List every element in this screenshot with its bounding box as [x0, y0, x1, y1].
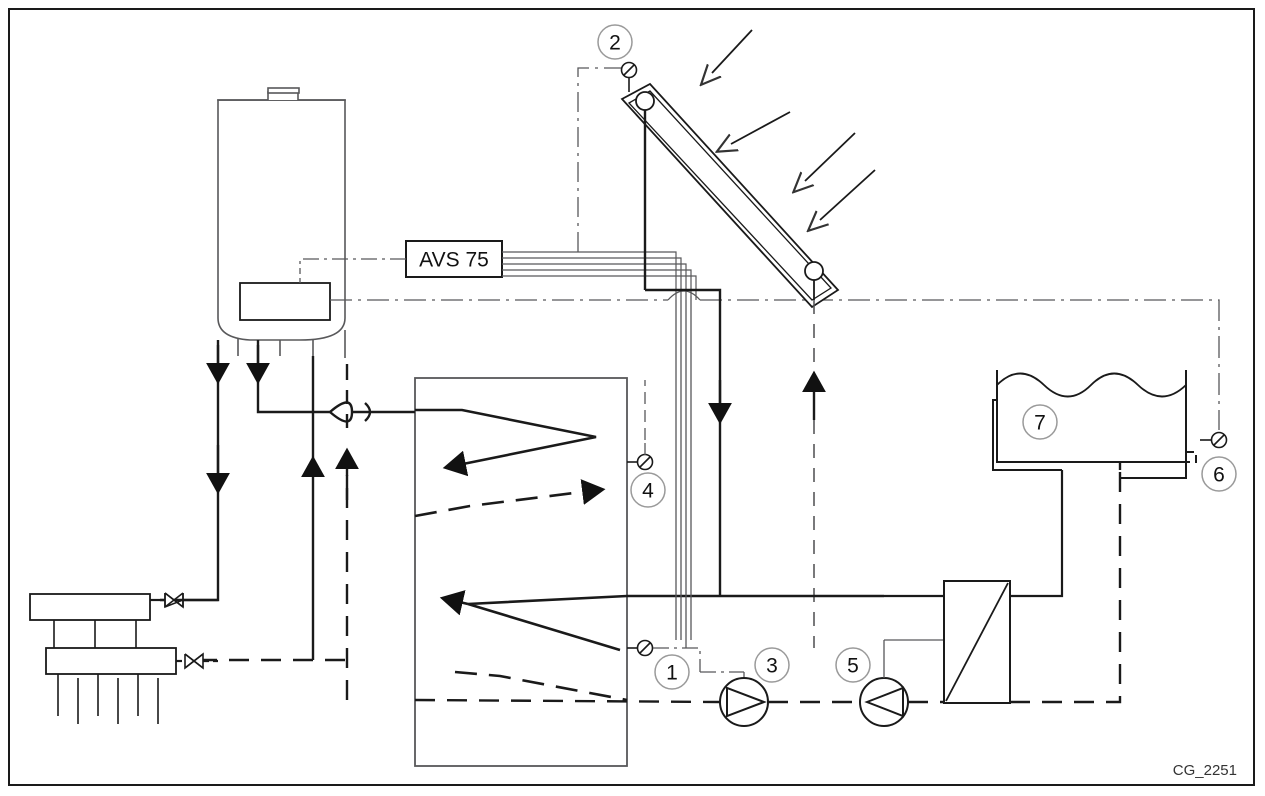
callout-circle-7	[1022, 404, 1058, 440]
sensor-4-symbol	[627, 380, 654, 471]
heating-flow-pipes	[160, 340, 415, 660]
shutoff-valve-heating	[150, 592, 218, 609]
figure-label: CG_2251	[1173, 762, 1237, 779]
callout-circle-5	[835, 647, 871, 683]
solar-irradiation-arrows	[712, 29, 876, 220]
controller-boiler-cable	[299, 258, 406, 268]
shutoff-valve-underfloor	[176, 652, 218, 670]
callout-label-2: 2	[609, 32, 621, 55]
diagram-border	[8, 8, 1255, 786]
boiler	[217, 87, 346, 358]
upper-coil	[415, 408, 597, 477]
callout-circle-4	[630, 472, 666, 508]
buffer-storage-tank	[414, 377, 628, 767]
signal-bus-right	[700, 299, 1220, 430]
sensor-cable-risers	[675, 296, 692, 648]
sensor2-cable	[577, 67, 622, 252]
callout-label-3: 3	[766, 655, 778, 678]
avs75-label: AVS 75	[419, 249, 489, 272]
solar-circuit-pump	[719, 677, 769, 727]
pool-circuit-pump	[859, 677, 909, 727]
callout-label-5: 5	[847, 655, 859, 678]
underfloor-return-pipe	[197, 475, 349, 700]
callout-label-1: 1	[666, 662, 678, 685]
avs75-controller[interactable]: AVS 75	[405, 240, 503, 278]
solar-primary-circuit	[627, 225, 732, 598]
callout-circle-2	[597, 24, 633, 60]
callout-circle-3	[754, 647, 790, 683]
plate-heat-exchanger	[884, 470, 1064, 704]
callout-circle-1	[654, 654, 690, 690]
pool-circuit-dashed-loop	[414, 470, 1122, 704]
callout-label-4: 4	[642, 480, 654, 503]
sensor-2-symbol	[620, 61, 638, 92]
callout-circle-6	[1201, 456, 1237, 492]
callout-label-6: 6	[1213, 464, 1225, 487]
callout-label-7: 7	[1034, 412, 1046, 435]
underfloor-heating-circuit	[45, 647, 177, 724]
signal-cable-bundle	[502, 251, 697, 300]
solar-collector	[620, 82, 840, 309]
sensor-1-symbol	[627, 639, 745, 690]
lower-coil-return	[454, 670, 628, 702]
radiator-heating-circuit	[29, 593, 151, 648]
upper-coil-return	[414, 479, 606, 518]
sensor-6-symbol	[1200, 431, 1228, 449]
pool-water-surface	[996, 372, 1187, 398]
